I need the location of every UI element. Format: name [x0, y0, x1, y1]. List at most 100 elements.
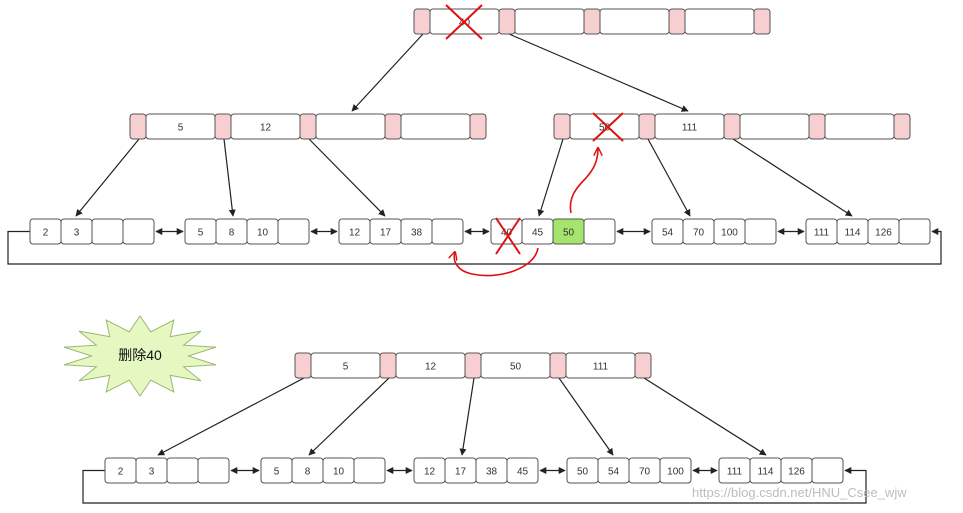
leaf-key-cell	[898, 218, 931, 245]
leaf-key-label: 5	[198, 228, 204, 239]
cross-stroke	[445, 4, 483, 40]
leaf-key-cell	[659, 457, 692, 484]
leaf-key-label: 54	[608, 467, 620, 478]
leaf-key-label: 70	[639, 467, 651, 478]
leaf-key-label: 50	[577, 467, 589, 478]
before-leaf-node: 12 17 38	[338, 218, 464, 245]
leaf-wraparound-link	[7, 228, 942, 265]
leaf-key-label: 3	[74, 228, 80, 239]
key-cell	[315, 113, 386, 140]
leaf-key-label: 100	[667, 467, 684, 478]
leaf-key-label: 126	[875, 228, 892, 239]
pointer-cell	[723, 113, 741, 140]
caption-burst: 删除40	[63, 315, 217, 397]
pointer-cell	[753, 8, 771, 35]
pointer-cell	[583, 8, 601, 35]
pointer-cell	[379, 352, 397, 379]
pointer-cell	[413, 8, 431, 35]
leaf-key-cell	[197, 457, 230, 484]
leaf-key-cell	[166, 457, 199, 484]
leaf-key-label: 111	[727, 467, 743, 478]
leaf-key-label: 5	[274, 467, 280, 478]
key-cell	[514, 8, 585, 35]
leaf-key-label: 2	[43, 228, 49, 239]
move-arrow-up	[569, 148, 598, 214]
move-arrow-left	[454, 247, 539, 277]
pointer-cell	[549, 352, 567, 379]
key-cell	[739, 113, 810, 140]
leaf-key-label: 10	[257, 228, 269, 239]
after-leaf-node: 50 54 70 100	[566, 457, 692, 484]
child-edge	[647, 138, 691, 217]
leaf-key-label: 45	[532, 228, 544, 239]
key-label: 5	[343, 362, 349, 373]
leaf-key-label: 111	[814, 228, 830, 239]
leaf-key-label: 70	[693, 228, 705, 239]
child-edge	[508, 33, 689, 112]
pointer-cell	[668, 8, 686, 35]
leaf-key-cell	[744, 218, 777, 245]
leaf-key-label: 12	[349, 228, 361, 239]
deletion-cross	[445, 4, 483, 40]
child-edge	[308, 138, 386, 217]
before-leaf-node: 5 8 10	[184, 218, 310, 245]
pointer-cell	[634, 352, 652, 379]
child-edge	[459, 377, 475, 456]
pointer-cell	[294, 352, 312, 379]
starburst-shape	[63, 315, 217, 397]
pointer-cell	[469, 113, 487, 140]
leaf-key-label: 8	[305, 467, 311, 478]
child-edge	[308, 377, 390, 456]
key-cell	[824, 113, 895, 140]
leaf-wraparound-link	[82, 467, 867, 504]
pointer-cell	[129, 113, 147, 140]
tree-edges	[7, 33, 942, 504]
before-leaf-node: 404550	[490, 218, 616, 245]
leaf-key-label: 8	[229, 228, 235, 239]
key-cell	[599, 8, 670, 35]
after-leaf-node: 5 8 10	[260, 457, 386, 484]
key-label: 12	[425, 362, 437, 373]
leaf-key-cell	[122, 218, 155, 245]
leaf-key-label: 50	[563, 228, 575, 239]
leaf-key-label: 114	[758, 467, 774, 478]
cross-stroke	[495, 217, 521, 255]
leaf-key-label: 38	[411, 228, 423, 239]
pointer-cell	[808, 113, 826, 140]
pointer-cell	[553, 113, 571, 140]
before-leaf-node: 111 114 126	[805, 218, 931, 245]
deletion-cross	[495, 217, 521, 255]
leaf-key-label: 17	[380, 228, 392, 239]
leaf-key-label: 114	[845, 228, 861, 239]
child-edge	[537, 138, 564, 217]
leaf-key-cell	[91, 218, 124, 245]
leaf-key-label: 2	[118, 467, 124, 478]
child-edge	[223, 138, 236, 217]
pointer-cell	[384, 113, 402, 140]
key-cell	[684, 8, 755, 35]
key-label: 50	[599, 123, 611, 134]
leaf-key-cell	[811, 457, 844, 484]
pointer-cell	[214, 113, 232, 140]
cross-stroke	[592, 112, 624, 142]
leaf-key-label: 38	[486, 467, 498, 478]
leaf-key-cell	[431, 218, 464, 245]
child-edge	[732, 138, 853, 217]
deletion-annotations	[445, 4, 624, 277]
key-label: 111	[682, 123, 698, 134]
leaf-key-cell	[277, 218, 310, 245]
key-cell	[400, 113, 471, 140]
pointer-cell	[498, 8, 516, 35]
leaf-key-cell	[583, 218, 616, 245]
before-root-node: 40	[413, 8, 771, 35]
leaf-key-label: 17	[455, 467, 467, 478]
leaf-key-label: 10	[333, 467, 345, 478]
key-label: 111	[593, 362, 609, 373]
watermark: https://blog.csdn.net/HNU_Csee_wjw	[692, 485, 907, 500]
